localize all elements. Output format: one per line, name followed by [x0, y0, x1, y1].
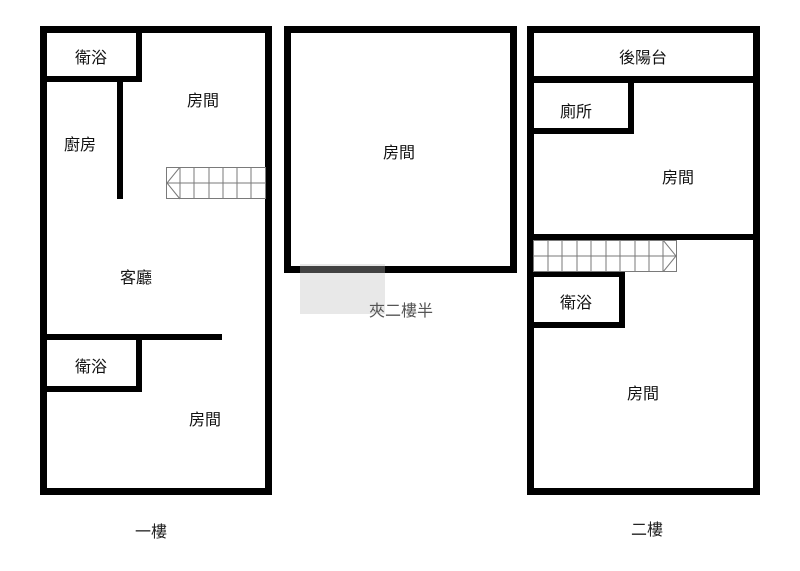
- room-bedroom: 房間: [661, 168, 695, 187]
- floor-label: 夾二樓半: [368, 301, 434, 320]
- room-bathroom: 衛浴: [559, 293, 593, 312]
- wall: [527, 271, 625, 277]
- wall: [527, 26, 534, 495]
- wall: [510, 26, 517, 273]
- wall: [284, 26, 517, 33]
- wall: [40, 386, 142, 392]
- wall: [284, 266, 517, 273]
- wall: [527, 76, 760, 83]
- room-bathroom: 衛浴: [74, 357, 108, 376]
- staircase: [533, 240, 677, 272]
- wall: [40, 488, 272, 495]
- wall: [117, 80, 123, 199]
- wall: [40, 76, 142, 82]
- floor-label: 一樓: [134, 522, 168, 541]
- room-living-room: 客廳: [119, 268, 153, 287]
- wall: [527, 26, 760, 33]
- watermark: [300, 264, 385, 314]
- room-toilet: 廁所: [559, 102, 593, 121]
- room-bedroom: 房間: [382, 143, 416, 162]
- room-back-balcony: 後陽台: [618, 48, 668, 67]
- room-bedroom: 房間: [188, 410, 222, 429]
- wall: [527, 488, 760, 495]
- room-bedroom: 房間: [626, 384, 660, 403]
- wall: [40, 26, 47, 495]
- floor-label: 二樓: [630, 520, 664, 539]
- room-kitchen: 廚房: [63, 135, 97, 154]
- wall: [527, 128, 634, 134]
- wall: [40, 26, 272, 33]
- wall: [136, 334, 142, 392]
- wall: [527, 234, 760, 240]
- wall: [265, 26, 272, 495]
- wall: [40, 334, 222, 340]
- wall: [284, 26, 291, 273]
- wall: [619, 271, 625, 328]
- wall: [628, 80, 634, 134]
- room-bathroom: 衛浴: [74, 48, 108, 67]
- staircase: [166, 167, 266, 200]
- wall: [527, 322, 625, 328]
- wall: [136, 26, 142, 82]
- room-bedroom: 房間: [186, 91, 220, 110]
- wall: [753, 26, 760, 495]
